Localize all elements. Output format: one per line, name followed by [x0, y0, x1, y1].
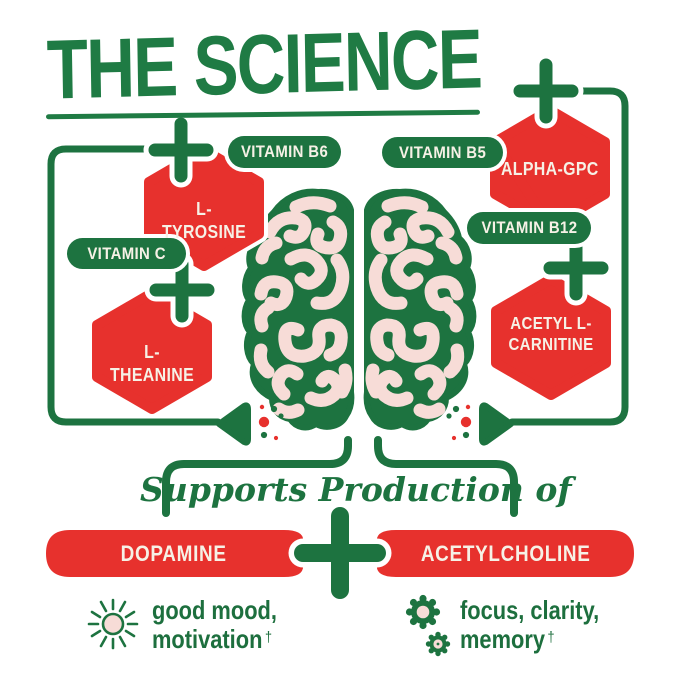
page-title: THE SCIENCE [46, 10, 482, 117]
dopamine-benefit-line2: motivation† [152, 624, 272, 655]
acetylcholine-benefit-line2: memory† [460, 624, 555, 655]
acetylcholine-pill [376, 530, 634, 577]
dopamine-benefit-text: good mood, motivation† [152, 595, 277, 655]
dagger-symbol: † [547, 629, 555, 647]
right-connector-line [508, 87, 629, 426]
supports-production-caption: Supports Production of [140, 470, 572, 509]
output-pills [46, 530, 634, 577]
plus-signs [143, 53, 614, 328]
acetyl-l-carnitine-label: ACETYL L-CARNITINE [508, 313, 594, 355]
plus-l-tyrosine [148, 117, 214, 183]
vitamin-b5-badge: VITAMIN B5 [382, 137, 503, 168]
vitamin-b12-badge: VITAMIN B12 [467, 212, 591, 244]
synapse-terminals [216, 402, 514, 446]
gears-icon [405, 594, 451, 657]
l-theanine-label: L-THEANINE [109, 341, 195, 385]
neurotransmitter-dots [258, 404, 472, 441]
acetylcholine-label: ACETYLCHOLINE [421, 540, 591, 566]
brain-illustration [241, 192, 474, 428]
l-tyrosine-label: L-TYROSINE [161, 198, 247, 242]
vitamin-c-badge: VITAMIN C [67, 238, 186, 269]
plus-l-theanine [149, 257, 215, 323]
brackets [162, 436, 518, 517]
vitamin-b6-label: VITAMIN B6 [240, 142, 329, 161]
center-plus [288, 501, 392, 605]
vitamin-b5-label: VITAMIN B5 [398, 142, 487, 162]
dagger-symbol: † [264, 629, 272, 647]
acetylcholine-benefit-text: focus, clarity, memory† [460, 595, 600, 655]
sun-icon [87, 598, 139, 650]
plus-alpha-gpc [513, 58, 579, 124]
dopamine-benefit-line1: good mood, [152, 595, 277, 625]
dopamine-pill [46, 530, 304, 577]
dopamine-label: DOPAMINE [120, 540, 228, 566]
large-gear [405, 594, 441, 630]
vitamin-b12-label: VITAMIN B12 [481, 218, 577, 237]
acetylcholine-benefit-line1: focus, clarity, [460, 595, 600, 625]
vitamin-b6-badge: VITAMIN B6 [228, 136, 341, 168]
small-gear [425, 631, 451, 657]
left-synapse-terminal [216, 402, 251, 446]
acetyl-l-carnitine-hexagon [491, 274, 611, 400]
plus-acetyl-l-carnitine [543, 235, 609, 301]
right-synapse-terminal [479, 402, 514, 446]
alpha-gpc-label: ALPHA-GPC [501, 158, 599, 179]
vitamin-c-label: VITAMIN C [87, 243, 166, 263]
left-connector-line [47, 145, 222, 426]
